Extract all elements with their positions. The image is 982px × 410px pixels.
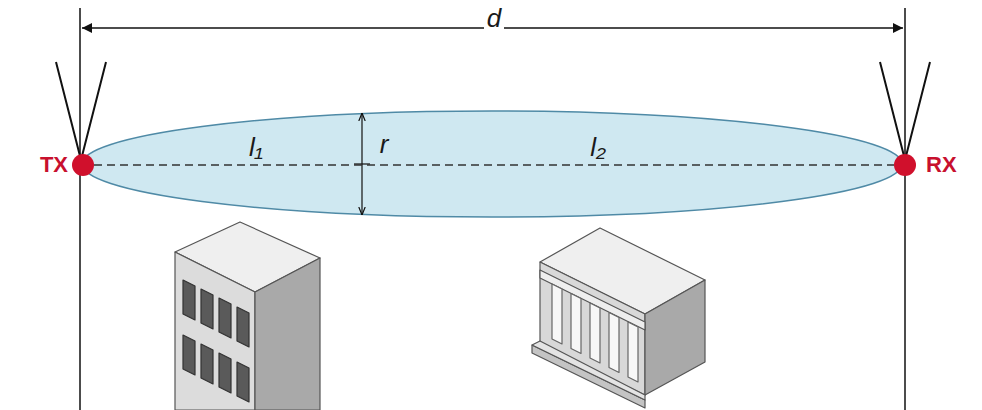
window	[201, 344, 213, 384]
antenna-dot: RX	[894, 154, 916, 176]
antenna-symbol	[56, 62, 106, 160]
column	[552, 284, 562, 344]
column	[628, 322, 638, 382]
column	[609, 313, 619, 373]
distance-label: l₁	[249, 134, 263, 160]
reference-line	[79, 8, 81, 410]
window	[201, 289, 213, 329]
dimension-label: d	[484, 5, 504, 31]
window	[219, 353, 231, 393]
station-label: TX	[40, 152, 68, 178]
window	[183, 280, 195, 320]
office-building	[175, 222, 320, 410]
window	[237, 307, 249, 347]
station-label: RX	[926, 152, 957, 178]
line-of-sight	[94, 164, 894, 166]
antenna-symbol	[880, 62, 930, 160]
window	[237, 362, 249, 402]
distance-label: l₂	[590, 134, 606, 160]
window	[183, 335, 195, 375]
bank-building	[532, 228, 705, 408]
column	[590, 303, 600, 363]
radius-label: r	[380, 131, 389, 157]
fresnel-zone	[82, 111, 902, 217]
reference-line	[904, 8, 906, 410]
column	[571, 294, 581, 354]
antenna-dot: TX	[72, 154, 94, 176]
window	[219, 298, 231, 338]
